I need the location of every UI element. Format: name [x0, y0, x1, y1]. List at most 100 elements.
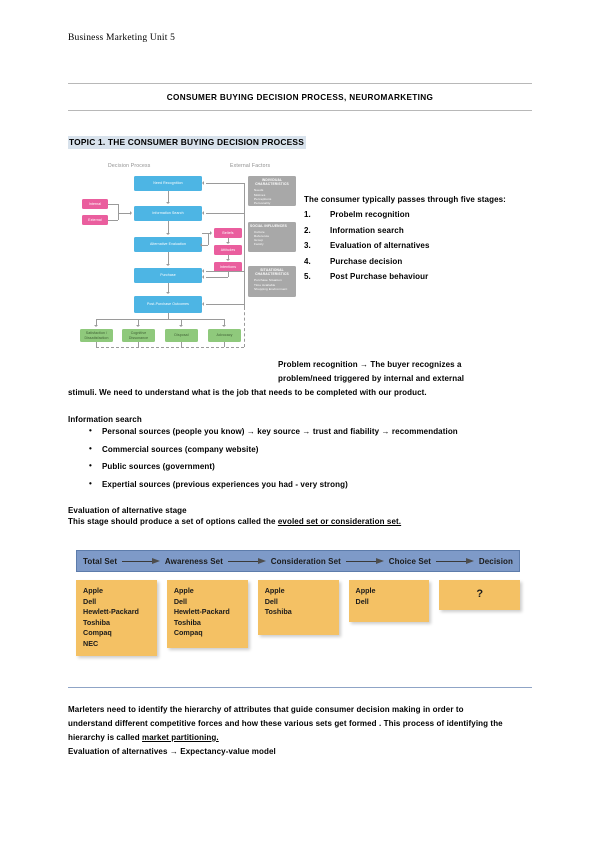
external-factor-title: SITUATIONAL CHARACTERISTICS	[255, 268, 289, 277]
diagram-arrow	[202, 211, 204, 215]
diagram-feedback-loop	[181, 342, 182, 347]
diagram-connector	[206, 213, 244, 214]
diagram-stage-purchase: Purchase	[134, 268, 202, 283]
diagram-connector	[228, 255, 229, 259]
stage-number: 3.	[304, 241, 311, 250]
bullet-item: Public sources (government)	[89, 461, 532, 472]
external-factor-item: Personality	[254, 201, 294, 205]
external-factor-item: Shopping Environment	[254, 287, 294, 291]
header-rule-bottom	[68, 110, 532, 111]
diagram-connector	[244, 183, 245, 307]
brand-name: Compaq	[83, 628, 112, 638]
diagram-stage-need-recognition: Need Recognition	[134, 176, 202, 191]
brand-name: Toshiba	[173, 617, 201, 627]
diagram-mediator-attitudes: Attitudes	[214, 245, 242, 255]
band-arrow-icon	[122, 557, 160, 565]
external-factor-item: Perceptions	[254, 197, 294, 201]
diagram-external-factor-social: SOCIAL INFLUENCES Culture Reference Grou…	[248, 222, 296, 252]
market-partitioning-term: market partitioning.	[142, 732, 219, 742]
stage-label: Information search	[330, 225, 404, 235]
diagram-connector	[228, 238, 229, 242]
diagram-arrow	[94, 325, 98, 327]
diagram-arrow	[166, 264, 170, 266]
stage-list-item: 5. Post Purchase behaviour	[304, 272, 534, 281]
external-factor-item: Group	[254, 238, 287, 242]
diagram-connector	[108, 204, 118, 205]
evaluation-stage-text: This stage should produce a set of optio…	[68, 516, 278, 526]
stage-list-item: 3. Evaluation of alternatives	[304, 241, 534, 250]
diagram-feedback-loop	[96, 347, 244, 348]
set-card-consideration: Apple Dell Toshiba	[257, 580, 339, 636]
brand-name: Compaq	[173, 628, 203, 638]
brand-name: Apple	[355, 586, 376, 596]
band-arrow-icon	[345, 557, 384, 565]
diagram-connector	[138, 319, 139, 325]
problem-recognition-line-3: stimuli. We need to understand what is t…	[68, 387, 427, 397]
diagram-arrow	[166, 202, 170, 204]
diagram-arrow	[130, 211, 132, 215]
stage-label: Purchase decision	[330, 256, 403, 266]
diagram-connector	[168, 221, 169, 233]
set-card-choice: Apple Dell	[348, 580, 430, 623]
diagram-stimulus-internal: Internal	[82, 199, 108, 209]
brand-name: Dell	[264, 596, 278, 606]
closing-line-2: understand different competitive forces …	[68, 719, 503, 729]
diagram-connector	[202, 245, 208, 246]
closing-line-4: Evaluation of alternatives → Expectancy-…	[68, 746, 276, 756]
five-stages-list: The consumer typically passes through fi…	[304, 195, 534, 288]
stage-list-item: 2. Information search	[304, 226, 534, 235]
evaluation-stage-line: This stage should produce a set of optio…	[68, 515, 532, 529]
sets-cards: Apple Dell Hewlett-Packard Toshiba Compa…	[76, 580, 520, 657]
diagram-connector	[118, 204, 119, 220]
bullet-item: Commercial sources (company website)	[89, 444, 532, 455]
information-search-heading: Information search	[68, 415, 142, 425]
external-factor-title: SOCIAL INFLUENCES	[250, 224, 287, 228]
brand-name: NEC	[83, 638, 99, 648]
diagram-arrow	[179, 325, 183, 327]
brand-name: Dell	[173, 596, 188, 606]
stage-label: Probelm recognition	[330, 210, 410, 219]
header-rule-top	[68, 83, 532, 84]
external-factor-item: Motives	[254, 193, 294, 197]
diagram-column-label-right: External Factors	[230, 163, 271, 169]
diagram-connector	[224, 319, 225, 325]
diagram-stage-alternative-evaluation: Alternative Evaluation	[134, 237, 202, 252]
diagram-mediator-beliefs: Beliefs	[214, 228, 242, 238]
running-head: Business Marketing Unit 5	[68, 33, 176, 43]
external-factor-item: Family	[254, 242, 287, 246]
diagram-connector	[108, 220, 118, 221]
problem-recognition-line-2: problem/need triggered by internal and e…	[278, 373, 465, 383]
brand-name: Dell	[83, 596, 97, 606]
brand-name: Toshiba	[83, 617, 111, 627]
consideration-sets-figure: Total Set Awareness Set Consideration Se…	[68, 542, 532, 689]
diagram-feedback-loop	[96, 342, 97, 347]
stage-list-item: 4. Purchase decision	[304, 257, 534, 266]
external-factor-item: Reference	[254, 234, 287, 238]
stage-label: Post Purchase behaviour	[330, 272, 429, 281]
information-search-bullets: Personal sources (people you know) → key…	[68, 426, 532, 490]
document-title: CONSUMER BUYING DECISION PROCESS, NEUROM…	[166, 93, 434, 102]
stage-number: 5.	[304, 272, 311, 281]
stage-label: Evaluation of alternatives	[330, 241, 430, 250]
diagram-connector	[168, 252, 169, 264]
sets-flow-band: Total Set Awareness Set Consideration Se…	[76, 550, 520, 573]
brand-name: Dell	[355, 596, 369, 606]
figure-and-stages-row: Decision Process External Factors Need R…	[68, 161, 532, 353]
problem-recognition-line-1: Problem recognition → The buyer recogniz…	[278, 360, 462, 369]
diagram-stimulus-external: External	[82, 215, 108, 225]
diagram-arrow	[210, 231, 212, 235]
diagram-external-factor-situational: SITUATIONAL CHARACTERISTICS Purchase Sit…	[248, 266, 296, 297]
stage-list-item: 1. Probelm recognition	[304, 210, 534, 219]
diagram-stage-information-search: Information Search	[134, 206, 202, 221]
problem-recognition-block: Problem recognition → The buyer recogniz…	[68, 358, 532, 386]
diagram-connector	[206, 277, 228, 278]
diagram-arrow	[222, 325, 226, 327]
bullet-item: Expertial sources (previous experiences …	[89, 479, 532, 490]
diagram-outcome-cognitive-dissonance: Cognitive Dissonance	[122, 329, 155, 342]
diagram-arrow	[202, 275, 204, 279]
closing-line-3: hierarchy is called market partitioning.	[68, 731, 532, 745]
external-factor-item: Culture	[254, 230, 287, 234]
diagram-connector	[96, 319, 224, 320]
diagram-connector	[202, 233, 210, 234]
diagram-connector	[168, 283, 169, 292]
